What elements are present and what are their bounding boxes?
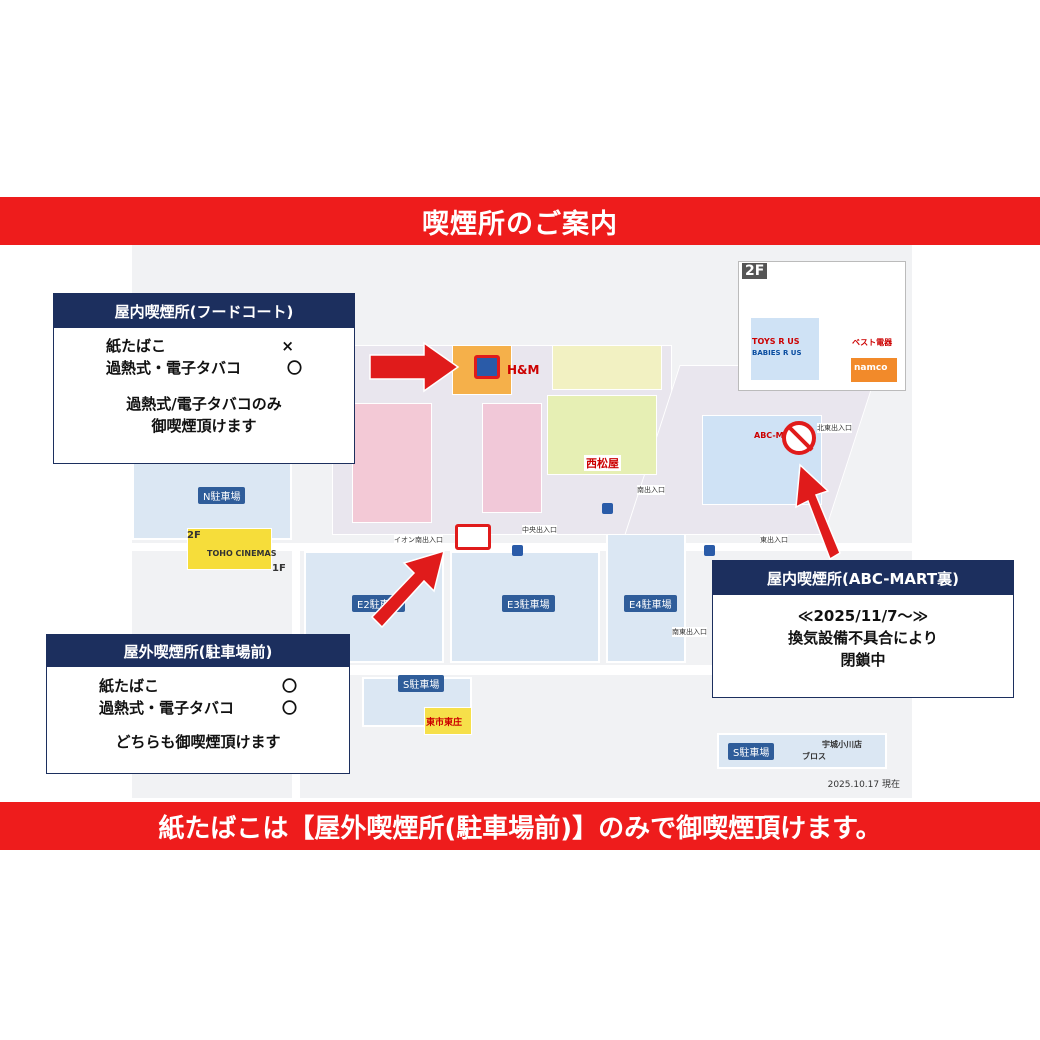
rule-heated-tobacco: 過熱式・電子タバコ 〇: [106, 357, 302, 379]
store-label-toys: TOYS R US: [752, 337, 800, 346]
callout-note: どちらも御喫煙頂けます: [115, 733, 281, 751]
parking-s2: [717, 733, 887, 769]
callout-title: 屋内喫煙所(ABC-MART裏): [713, 561, 1013, 595]
facility-icon: [512, 545, 523, 556]
parking-label-e3: E3駐車場: [502, 595, 555, 612]
entrance-aeon-south: イオン南出入口: [394, 535, 443, 545]
inset-2f-label: 2F: [742, 263, 768, 279]
rule-label: 過熱式・電子タバコ: [99, 699, 235, 717]
arrow-abc: [795, 463, 841, 561]
bottom-banner: 紙たばこは【屋外喫煙所(駐車場前)】のみで御喫煙頂けます。: [0, 802, 1040, 850]
smoking-spot-outdoor: [455, 524, 491, 550]
rule-paper-cigarette: 紙たばこ ×: [106, 335, 302, 357]
store-block-pink: [352, 403, 432, 523]
rule-paper-cigarette: 紙たばこ 〇: [99, 675, 297, 697]
parking-label-s2: S駐車場: [728, 743, 775, 760]
top-banner: 喫煙所のご案内: [0, 197, 1040, 245]
parking-label-e4: E4駐車場: [624, 595, 677, 612]
road-lower: [132, 665, 732, 675]
store-label-uki: 宇城小川店: [822, 740, 862, 749]
entrance-northeast: 北東出入口: [817, 423, 852, 433]
callout-outdoor: 屋外喫煙所(駐車場前) 紙たばこ 〇 過熱式・電子タバコ 〇 どちらも御喫煙頂け…: [46, 634, 350, 774]
store-label-bros: ブロス: [802, 752, 826, 761]
store-block-pink2: [482, 403, 542, 513]
callout-indoor-foodcourt: 屋内喫煙所(フードコート) 紙たばこ × 過熱式・電子タバコ 〇 過熱式/電子タ…: [53, 293, 355, 464]
facility-icon: [704, 545, 715, 556]
rule-mark: 〇: [281, 677, 297, 695]
callout-title: 屋内喫煙所(フードコート): [54, 294, 354, 328]
floor-label-1f: 1F: [272, 563, 286, 574]
store-block-yellow: [552, 345, 662, 390]
parking-label-s: S駐車場: [398, 675, 445, 692]
closure-date: ≪2025/11/7～≫: [797, 607, 929, 625]
rule-mark: ×: [281, 337, 294, 355]
callout-abc-mart: 屋内喫煙所(ABC-MART裏) ≪2025/11/7～≫ 換気設備不具合により…: [712, 560, 1014, 698]
store-label-abc: ABC-MART: [754, 431, 802, 440]
store-label-best: ベスト電器: [852, 338, 893, 347]
arrow-foodcourt: [369, 341, 460, 393]
floor-label-2f-toho: 2F: [187, 530, 201, 541]
store-label-toho: TOHO CINEMAS: [207, 549, 277, 558]
smoking-spot-foodcourt: [474, 355, 500, 379]
rule-label: 紙たばこ: [106, 337, 167, 355]
callout-note: 御喫煙頂けます: [151, 417, 257, 435]
store-label-namco: namco: [854, 363, 888, 373]
arrow-outdoor: [370, 549, 446, 629]
entrance-south: 南出入口: [637, 485, 665, 495]
callout-title: 屋外喫煙所(駐車場前): [47, 635, 349, 667]
callout-note: 過熱式/電子タバコのみ: [126, 395, 282, 413]
store-label-babies: BABIES R US: [752, 349, 802, 357]
store-label-tou: 東市東庄: [426, 718, 463, 728]
store-label-nishimatsuya: 西松屋: [584, 455, 621, 471]
facility-icon: [602, 503, 613, 514]
namco-block: [850, 357, 898, 383]
rule-heated-tobacco: 過熱式・電子タバコ 〇: [99, 697, 297, 719]
map-date: 2025.10.17 現在: [827, 780, 900, 790]
entrance-east: 東出入口: [760, 535, 788, 545]
rule-mark: 〇: [281, 699, 297, 717]
rule-mark: 〇: [286, 359, 302, 377]
store-tou: [424, 707, 472, 735]
store-label-hm: H&M: [507, 363, 540, 377]
entrance-central: 中央出入口: [522, 525, 557, 535]
closure-reason: 換気設備不具合により: [788, 629, 938, 647]
rule-label: 過熱式・電子タバコ: [106, 359, 242, 377]
toho-cinemas-block: [187, 528, 272, 570]
inset-blue: [750, 317, 820, 381]
no-entry-icon: [782, 421, 816, 455]
parking-label-n: N駐車場: [198, 487, 246, 504]
entrance-southeast: 南東出入口: [672, 627, 707, 637]
closure-status: 閉鎖中: [840, 651, 886, 669]
rule-label: 紙たばこ: [99, 677, 160, 695]
